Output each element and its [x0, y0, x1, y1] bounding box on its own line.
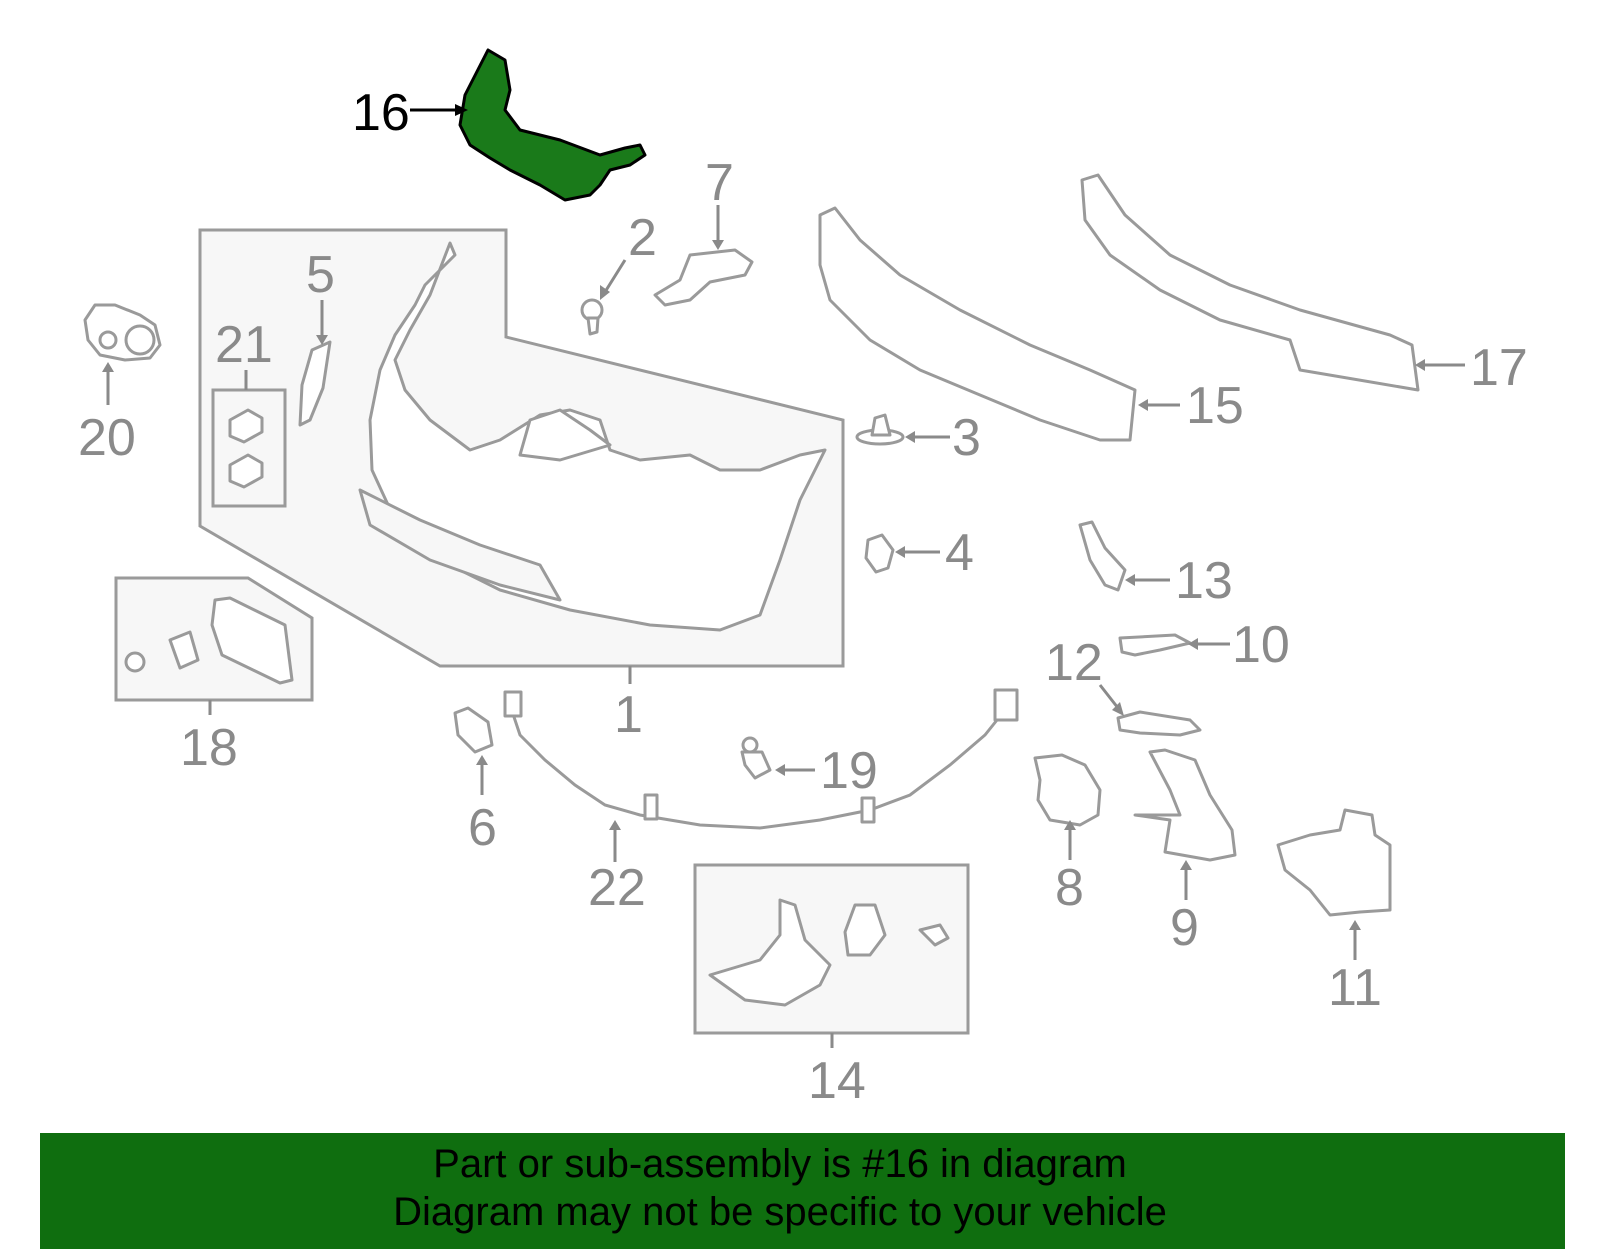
- callout-3: 3: [952, 409, 981, 467]
- callout-21: 21: [215, 316, 273, 374]
- callout-12: 12: [1045, 634, 1103, 692]
- arrow-19: [775, 764, 785, 776]
- arrow-16: [455, 104, 468, 116]
- part-11-bracket[interactable]: [1276, 808, 1392, 917]
- info-banner: Part or sub-assembly is #16 in diagram D…: [40, 1133, 1565, 1249]
- arrow-11: [1349, 920, 1361, 930]
- part-13-bracket[interactable]: [1078, 520, 1127, 592]
- leader-2: [603, 259, 627, 293]
- arrow-3: [905, 431, 915, 443]
- callout-8: 8: [1055, 859, 1084, 917]
- part-22-wire-harness[interactable]: [503, 688, 1019, 830]
- part-9-bracket[interactable]: [1133, 748, 1237, 862]
- part-10-bracket[interactable]: [1118, 633, 1192, 657]
- arrow-13: [1125, 574, 1135, 586]
- part-14-lamp-kit[interactable]: [708, 898, 950, 1007]
- part-14-box: [693, 863, 970, 1035]
- callout-11: 11: [1328, 959, 1382, 1017]
- callout-18: 18: [180, 719, 238, 777]
- part-21-clips[interactable]: [228, 408, 264, 489]
- arrow-9: [1180, 860, 1192, 870]
- callout-9: 9: [1170, 899, 1199, 957]
- banner-line-part-number: Part or sub-assembly is #16 in diagram: [433, 1142, 1127, 1186]
- arrow-12: [1112, 702, 1124, 716]
- callout-19: 19: [820, 742, 878, 800]
- part-19-clip[interactable]: [740, 736, 772, 780]
- callout-2: 2: [628, 209, 657, 267]
- part-21-box: [211, 388, 287, 508]
- arrow-7: [712, 240, 724, 250]
- arrow-5: [316, 335, 328, 345]
- part-4-nut[interactable]: [864, 533, 895, 574]
- part-16-highlighted[interactable]: [458, 48, 647, 202]
- arrow-4: [895, 546, 905, 558]
- arrow-8: [1064, 820, 1076, 830]
- part-15-absorber[interactable]: [818, 206, 1137, 442]
- part-17-reinforcement[interactable]: [1080, 173, 1420, 392]
- callout-13: 13: [1175, 552, 1233, 610]
- part-18-bracket[interactable]: [124, 596, 294, 685]
- arrow-2: [600, 285, 610, 300]
- callout-14: 14: [808, 1052, 866, 1110]
- arrow-6: [476, 755, 488, 765]
- banner-line-disclaimer: Diagram may not be specific to your vehi…: [393, 1190, 1167, 1234]
- leader-12: [1098, 684, 1120, 709]
- callout-5: 5: [306, 246, 335, 304]
- callout-10: 10: [1232, 616, 1290, 674]
- part-6-cover[interactable]: [453, 706, 494, 754]
- callout-1: 1: [614, 686, 643, 744]
- arrow-20: [102, 362, 114, 372]
- callout-16: 16: [352, 84, 410, 142]
- part-5[interactable]: [298, 340, 332, 427]
- part-3-clip[interactable]: [855, 413, 905, 446]
- callout-15: 15: [1186, 377, 1244, 435]
- callout-22: 22: [588, 859, 646, 917]
- callout-4: 4: [945, 524, 974, 582]
- arrow-22: [609, 820, 621, 830]
- callout-7: 7: [705, 154, 734, 212]
- arrow-10: [1188, 638, 1198, 650]
- callout-17: 17: [1470, 339, 1528, 397]
- arrow-15: [1138, 399, 1148, 411]
- part-12-bracket[interactable]: [1116, 710, 1202, 737]
- part-1-bumper-cover[interactable]: [358, 241, 827, 632]
- callout-6: 6: [468, 799, 497, 857]
- arrow-17: [1415, 359, 1425, 371]
- part-20-sensor[interactable]: [83, 303, 162, 362]
- part-8-bracket[interactable]: [1033, 753, 1102, 827]
- callout-20: 20: [78, 409, 136, 467]
- part-7-bracket[interactable]: [653, 248, 754, 307]
- part-2-clip[interactable]: [580, 298, 604, 336]
